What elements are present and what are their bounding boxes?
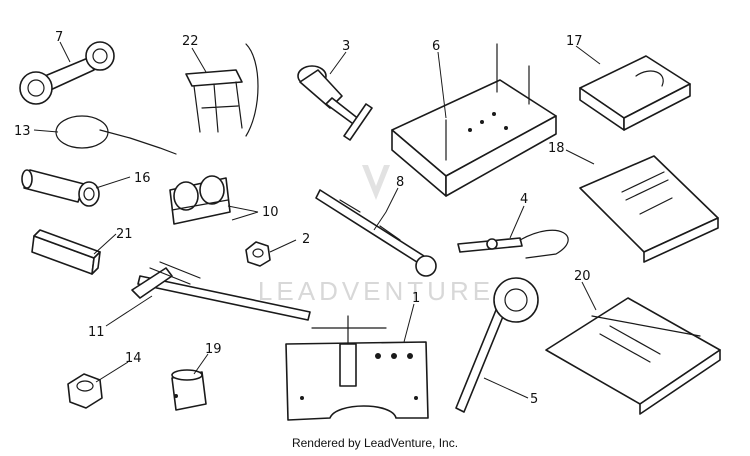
callout-7: 7 [55,30,63,45]
callout-22: 22 [182,34,199,49]
callout-21: 21 [116,227,133,242]
watermark: LEADVENTURE [258,165,494,306]
callout-19: 19 [205,342,222,357]
part-10-sleeves[interactable] [169,175,231,225]
callout-4: 4 [520,192,528,207]
callout-20: 20 [574,269,591,284]
callout-11: 11 [88,325,105,340]
callout-6: 5 [530,392,538,407]
part-4-hook-tool[interactable] [457,229,569,259]
part-20-notebook[interactable] [545,297,721,415]
callout-1: 1 [412,291,420,306]
part-8-rod[interactable] [315,189,437,277]
part-14-nut[interactable] [67,373,103,409]
watermark-logo-icon [362,165,390,200]
callout-17: 17 [566,34,583,49]
part-11-pin-wrench[interactable] [131,261,311,321]
part-13-wire-ring[interactable] [55,115,177,155]
leader-lines [33,41,601,399]
callout-14: 14 [125,351,142,366]
callout-16: 16 [134,171,151,186]
callout-8: 8 [396,175,404,190]
callout-3: 3 [342,39,350,54]
callouts: 7 13 16 21 11 14 19 22 3 6 17 18 10 2 8 … [14,30,591,407]
footer-credit: Rendered by LeadVenture, Inc. [291,436,459,450]
part-7-spanner[interactable] [19,41,115,105]
part-3-puller[interactable] [297,65,373,141]
part-22-stand[interactable] [185,43,259,137]
callout-13: 13 [14,124,31,139]
part-17-booklet[interactable] [579,55,691,131]
part-1-press[interactable] [285,315,429,421]
part-6-ring-wrench[interactable] [455,277,539,413]
part-18-manual[interactable] [579,155,719,263]
part-5-pin-plate[interactable] [391,43,557,197]
callout-5: 6 [432,39,440,54]
callout-18: 18 [548,141,565,156]
part-2-small-nut[interactable] [245,241,271,267]
callout-2: 2 [302,232,310,247]
part-19-pin[interactable] [171,369,207,411]
part-16-socket-tube[interactable] [21,169,100,207]
watermark-text: LEADVENTURE [258,276,494,306]
part-21-hex-bar[interactable] [31,229,101,275]
callout-10: 10 [262,205,279,220]
